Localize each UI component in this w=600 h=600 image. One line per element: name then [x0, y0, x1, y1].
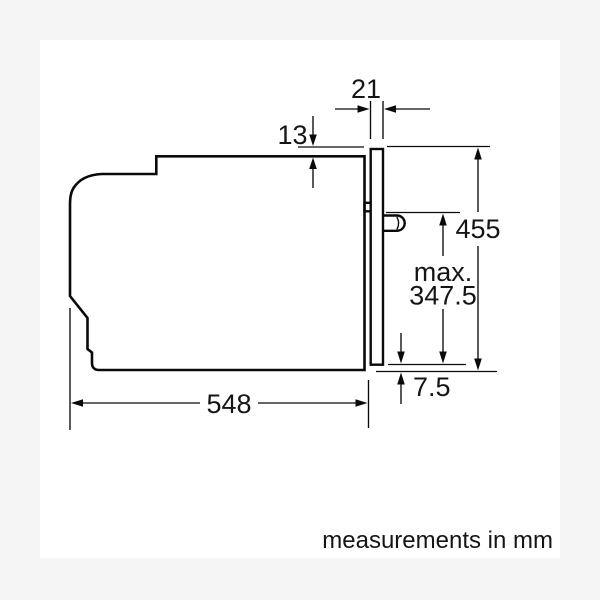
- arrowhead-up-icon: [309, 157, 317, 169]
- dim-label-13: 13: [277, 120, 307, 150]
- arrowhead-down-icon: [397, 351, 405, 364]
- dim-label-548: 548: [206, 389, 251, 419]
- arrowhead-up-icon: [439, 213, 447, 226]
- arrowhead-right-icon: [357, 105, 370, 113]
- arrowhead-right-icon: [355, 399, 368, 407]
- oven-door-panel: [369, 147, 385, 366]
- door-handle-cap-seam: [396, 216, 400, 230]
- arrowhead-left-icon: [384, 105, 396, 113]
- arrowhead-up-icon: [397, 372, 405, 385]
- dim-label-21: 21: [351, 74, 381, 104]
- dim-bottom-clearance: 7.5: [397, 333, 451, 404]
- arrowhead-down-icon: [439, 351, 447, 364]
- oven-side-profile: [68, 147, 406, 372]
- drawing-canvas: [40, 40, 560, 558]
- arrowhead-down-icon: [309, 134, 317, 146]
- oven-body-outline: [68, 155, 366, 372]
- dim-panel-thickness: 21: [335, 74, 430, 139]
- dim-label-347-5: 347.5: [409, 281, 477, 311]
- arrowhead-down-icon: [474, 358, 482, 371]
- dim-label-455: 455: [455, 214, 500, 244]
- dim-overall-height: 455: [376, 145, 501, 373]
- arrowhead-up-icon: [474, 147, 482, 160]
- dim-label-7-5: 7.5: [413, 372, 451, 402]
- dim-depth: 548: [69, 308, 370, 430]
- door-handle: [383, 214, 406, 232]
- dim-door-max: max. 347.5: [386, 211, 477, 366]
- dim-top-clearance: 13: [277, 116, 364, 188]
- arrowhead-left-icon: [71, 399, 83, 407]
- dim-label-max: max.: [414, 257, 473, 287]
- units-caption: measurements in mm: [322, 527, 553, 554]
